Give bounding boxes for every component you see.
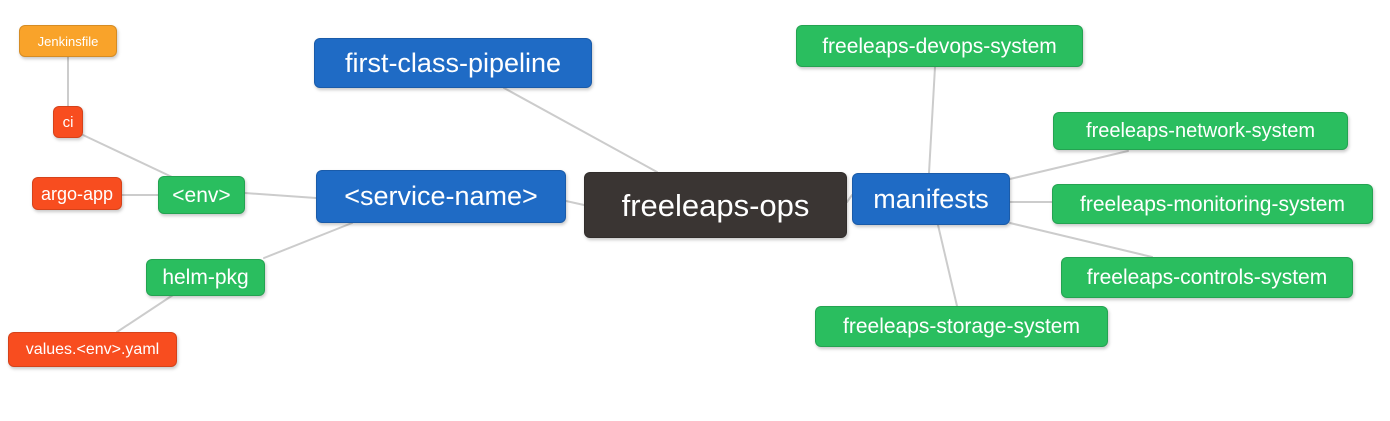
edge-env-to-service-name xyxy=(244,192,317,199)
edge-ci-to-env xyxy=(82,134,173,178)
edge-manifests-to-freeleaps-storage-system xyxy=(937,224,958,307)
edge-values-env-yaml-to-helm-pkg xyxy=(116,294,174,333)
mindmap-node-freeleaps-storage-system[interactable]: freeleaps-storage-system xyxy=(815,306,1108,347)
mindmap-node-freeleaps-ops[interactable]: freeleaps-ops xyxy=(584,172,847,238)
mindmap-node-values-env-yaml[interactable]: values.<env>.yaml xyxy=(8,332,177,367)
mindmap-node-service-name[interactable]: <service-name> xyxy=(316,170,566,223)
edge-freeleaps-devops-system-to-manifests xyxy=(928,66,936,174)
edge-manifests-to-freeleaps-controls-system xyxy=(1009,222,1153,258)
mindmap-node-env[interactable]: <env> xyxy=(158,176,245,214)
mindmap-node-ci[interactable]: ci xyxy=(53,106,83,138)
mindmap-node-manifests[interactable]: manifests xyxy=(852,173,1010,225)
mindmap-node-freeleaps-network-system[interactable]: freeleaps-network-system xyxy=(1053,112,1348,150)
edge-manifests-to-freeleaps-network-system xyxy=(1009,150,1129,180)
mindmap-node-first-class-pipeline[interactable]: first-class-pipeline xyxy=(314,38,592,88)
edge-freeleaps-ops-to-manifests xyxy=(846,194,853,203)
mindmap-node-argo-app[interactable]: argo-app xyxy=(32,177,122,210)
mindmap-node-freeleaps-monitoring-system[interactable]: freeleaps-monitoring-system xyxy=(1052,184,1373,224)
edge-helm-pkg-to-service-name xyxy=(263,222,353,259)
mindmap-node-freeleaps-devops-system[interactable]: freeleaps-devops-system xyxy=(796,25,1083,67)
mindmap-node-freeleaps-controls-system[interactable]: freeleaps-controls-system xyxy=(1061,257,1353,298)
mindmap-node-helm-pkg[interactable]: helm-pkg xyxy=(146,259,265,296)
mindmap-node-jenkinsfile[interactable]: Jenkinsfile xyxy=(19,25,117,57)
edge-first-class-pipeline-to-freeleaps-ops xyxy=(503,87,658,173)
edge-service-name-to-freeleaps-ops xyxy=(565,200,585,206)
